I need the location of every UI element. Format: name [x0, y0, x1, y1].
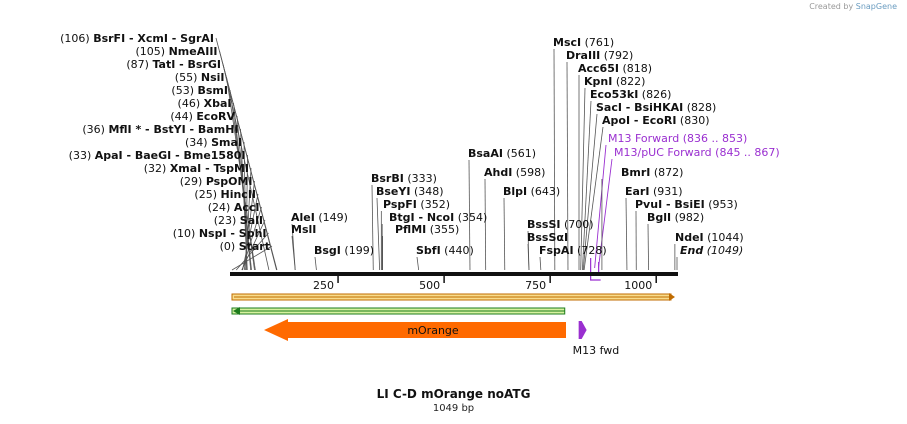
cut-line-mid-19 [291, 235, 296, 271]
cut-site-labels: (106) BsrFI - XcmI - SgrAI(105) NmeAIII(… [60, 32, 780, 257]
primer-label-1: M13/pUC Forward (845 .. 867) [614, 146, 780, 159]
site-label-left-8: (34) SmaI [185, 136, 242, 149]
sequence-length: 1049 bp [432, 403, 475, 414]
cut-line-right-3 [580, 87, 586, 271]
cut-line-mid-12 [371, 184, 374, 271]
site-label-mid-13: BseYI (348) [376, 185, 444, 198]
site-label-mid-15: BtgI - NcoI (354) [389, 211, 487, 224]
site-label-left-15: (10) NspI - SphI [173, 227, 267, 240]
cut-line-left-2 [222, 63, 270, 271]
cut-site-lines [215, 37, 678, 281]
cut-line-left-16 [231, 245, 273, 271]
cut-line-mid-1 [625, 197, 628, 271]
site-label-mid-5: End (1049) [680, 244, 743, 257]
site-label-mid-0: BmrI (872) [621, 166, 683, 179]
cut-line-mid-7 [484, 178, 487, 271]
site-label-mid-16: PflMI (355) [395, 223, 459, 236]
site-label-right-6: ApoI - EcoRI (830) [602, 114, 710, 127]
ruler-label-1000: 1000 [624, 279, 652, 292]
cut-line-right-0 [553, 48, 556, 271]
site-label-mid-9: BssSI (700) [527, 218, 594, 231]
site-label-mid-10: BssSαI [527, 231, 568, 244]
cut-line-left-1 [219, 50, 277, 271]
site-label-mid-12: BsrBI (333) [371, 172, 437, 185]
site-label-left-16: (0) Start [220, 240, 270, 253]
site-label-left-0: (106) BsrFI - XcmI - SgrAI [60, 32, 214, 45]
site-label-right-3: KpnI (822) [584, 75, 645, 88]
cut-line-mid-11 [539, 256, 542, 271]
cut-line-right-1 [566, 61, 569, 271]
snapgene-logo: SnapGene [855, 2, 897, 11]
site-label-left-14: (23) SalI [214, 214, 263, 227]
site-label-right-1: DraIII (792) [566, 49, 633, 62]
cut-line-mid-13 [376, 197, 381, 271]
site-label-mid-20: BsgI (199) [314, 244, 374, 257]
site-label-right-5: SacI - BsiHKAI (828) [596, 101, 716, 114]
primer-bracket-1 [590, 258, 601, 281]
reverse-strand-arrowhead [233, 307, 240, 315]
site-label-mid-6: BsaAI (561) [468, 147, 536, 160]
site-label-left-13: (24) AccI [208, 201, 260, 214]
site-label-mid-1: EarI (931) [625, 185, 683, 198]
snapgene-credit: Created by SnapGene [809, 2, 897, 11]
site-label-left-3: (55) NsiI [175, 71, 225, 84]
site-label-left-11: (29) PspOMI [180, 175, 253, 188]
site-label-right-2: Acc65I (818) [578, 62, 652, 75]
site-label-mid-17: SbfI (440) [416, 244, 474, 257]
ruler-label-750: 750 [525, 279, 546, 292]
sequence-backbone [230, 272, 678, 276]
cut-line-left-12 [242, 193, 259, 271]
cut-line-mid-8 [503, 197, 506, 271]
site-label-mid-11: FspAI (728) [539, 244, 607, 257]
morange-feature-label: mOrange [407, 324, 459, 337]
forward-strand-arrowhead [669, 293, 675, 301]
cut-line-left-4 [229, 89, 255, 271]
site-label-mid-2: PvuI - BsiEI (953) [635, 198, 738, 211]
site-label-mid-14: PspFI (352) [383, 198, 450, 211]
site-label-left-10: (32) XmaI - TspMI [144, 162, 249, 175]
sequence-name: LI C-D mOrange noATG [376, 387, 531, 401]
cut-line-right-4 [582, 100, 592, 271]
site-label-left-1: (105) NmeAIII [136, 45, 218, 58]
m13-fwd-feature [578, 321, 587, 339]
morange-feature-arrow [264, 319, 566, 341]
site-label-left-9: (33) ApaI - BaeGI - Bme1580I [69, 149, 246, 162]
ruler-label-500: 500 [419, 279, 440, 292]
site-label-left-7: (36) MflI * - BstYI - BamHI [82, 123, 238, 136]
cut-line-mid-6 [468, 159, 471, 271]
credit-prefix: Created by [809, 2, 854, 11]
site-label-mid-19: MslI [291, 223, 316, 236]
site-label-left-2: (87) TatI - BsrGI [126, 58, 221, 71]
site-label-left-5: (46) XbaI [178, 97, 232, 110]
cut-line-mid-17 [416, 256, 420, 271]
site-label-left-6: (44) EcoRV [170, 110, 235, 123]
cut-line-mid-10 [527, 243, 530, 271]
cut-line-right-5 [582, 113, 598, 271]
cut-line-mid-20 [314, 256, 317, 271]
site-label-mid-7: AhdI (598) [484, 166, 545, 179]
site-label-mid-3: BglI (982) [647, 211, 704, 224]
site-label-right-0: MscI (761) [553, 36, 614, 49]
site-label-mid-8: BlpI (643) [503, 185, 560, 198]
site-label-left-4: (53) BsmI [171, 84, 228, 97]
cut-line-right-6 [583, 126, 604, 271]
ruler-label-250: 250 [313, 279, 334, 292]
primer-line-1 [598, 158, 613, 269]
cut-line-mid-3 [647, 223, 649, 271]
primer-label-0: M13 Forward (836 .. 853) [608, 132, 747, 145]
site-label-mid-4: NdeI (1044) [675, 231, 744, 244]
ruler: 250 500 750 1000 [313, 276, 657, 292]
site-label-right-4: Eco53kI (826) [590, 88, 671, 101]
site-label-left-12: (25) HincII [194, 188, 256, 201]
primer-line-0 [594, 144, 607, 269]
site-label-mid-18: AleI (149) [291, 211, 348, 224]
m13-fwd-label: M13 fwd [573, 344, 620, 357]
